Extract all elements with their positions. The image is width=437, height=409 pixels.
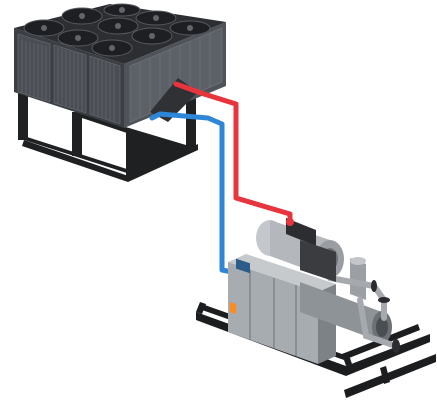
compressor-motor	[300, 240, 336, 282]
hmi-display	[236, 258, 250, 274]
liquid-return-pipe	[149, 111, 235, 275]
flanges	[371, 280, 400, 353]
condenser-coil-panels	[17, 33, 121, 125]
chiller-skid-base	[196, 302, 436, 398]
refrigerant-pipes	[149, 81, 293, 275]
oil-separator	[350, 257, 366, 300]
cabinet-door-seams	[249, 270, 297, 356]
hot-gas-discharge-pipe	[173, 81, 293, 225]
inlet-valve	[286, 218, 294, 226]
air-cooled-condenser	[14, 3, 226, 182]
orange-warning-label	[230, 302, 236, 314]
screw-chiller	[196, 218, 436, 398]
control-cabinet-top	[228, 254, 336, 292]
condenser-fan-hubs	[41, 7, 193, 51]
chiller-piping	[327, 275, 399, 349]
